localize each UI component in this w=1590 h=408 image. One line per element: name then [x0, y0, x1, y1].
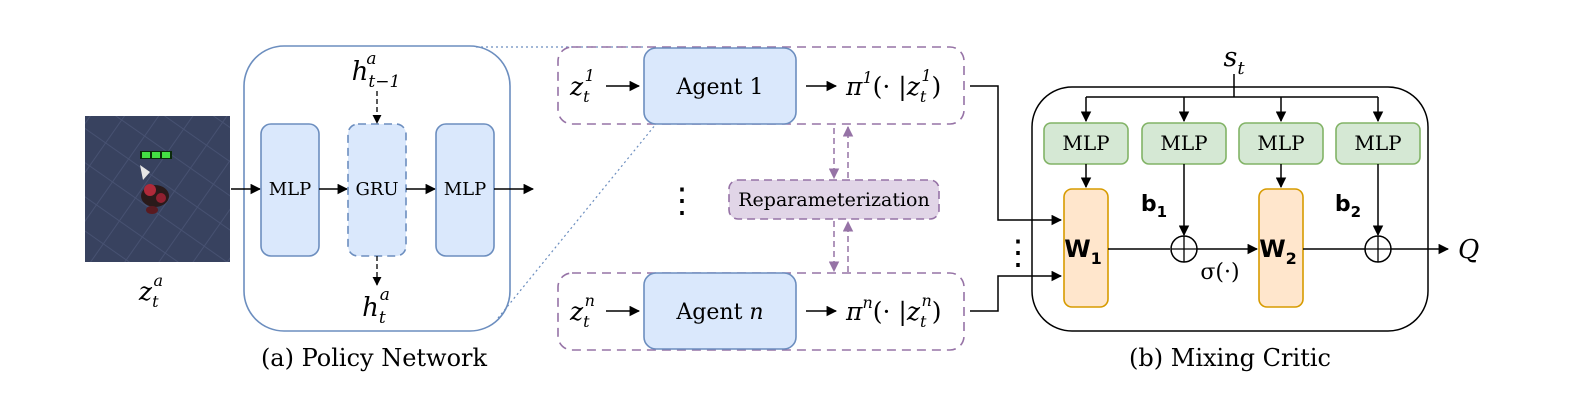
zoom-line-bottom [497, 123, 657, 319]
hidden-state-in-label: ht−1a [352, 49, 401, 92]
policy-mlp-label-1: MLP [269, 179, 312, 200]
observation-image [85, 116, 230, 262]
sigma-label: σ(·) [1200, 260, 1239, 285]
critic-inputs-ellipsis: ⋮ [1001, 233, 1035, 273]
mixing-critic-caption: (b) Mixing Critic [1129, 344, 1331, 372]
b1-label: b1 [1141, 192, 1167, 221]
policy-gru-label: GRU [355, 179, 398, 200]
policy-network-caption: (a) Policy Network [261, 344, 488, 372]
unit-sprite [140, 165, 169, 214]
q-output-label: Q [1458, 235, 1479, 265]
w1-block [1063, 188, 1109, 308]
hidden-state-out-label: hta [362, 285, 390, 328]
reparameterization-box [728, 179, 940, 220]
agent-n-box [643, 272, 797, 350]
agent-n-label: Agent n [675, 300, 763, 325]
critic-mlp-label-2: MLP [1160, 131, 1207, 155]
policy-mlp-block-2 [435, 123, 495, 257]
add-node-2 [1364, 235, 1392, 263]
agent-n-policy-label: πn(· |ztn) [845, 291, 942, 331]
agent-1-group [557, 46, 965, 125]
state-label: st [1223, 42, 1245, 79]
mixing-critic-frame [1031, 86, 1429, 332]
arrow-agent-n-to-critic [970, 270, 1063, 312]
agent-1-obs-label: zt1 [569, 66, 595, 106]
policy-mlp-block-1 [260, 123, 320, 257]
agent-n-obs-label: ztn [569, 291, 595, 331]
agents-ellipsis: ⋮ [665, 181, 699, 221]
add-node-1 [1170, 235, 1198, 263]
w1-label: W1 [1064, 235, 1102, 268]
obs-label-za: zta [138, 271, 163, 311]
agent-1-label: Agent 1 [676, 75, 764, 100]
reparameterization-label: Reparameterization [738, 189, 929, 211]
w2-label: W2 [1259, 235, 1297, 268]
critic-mlp-label-4: MLP [1354, 131, 1401, 155]
agent-1-policy-label: π1(· |zt1) [845, 66, 941, 106]
b2-label: b2 [1335, 192, 1361, 221]
health-bar [140, 151, 172, 159]
critic-mlp-label-3: MLP [1257, 131, 1304, 155]
w2-block [1258, 188, 1304, 308]
policy-mlp-label-2: MLP [444, 179, 487, 200]
arrow-agent-1-to-critic [970, 85, 1063, 226]
critic-mlp-label-1: MLP [1062, 131, 1109, 155]
agent-1-box [643, 47, 797, 125]
